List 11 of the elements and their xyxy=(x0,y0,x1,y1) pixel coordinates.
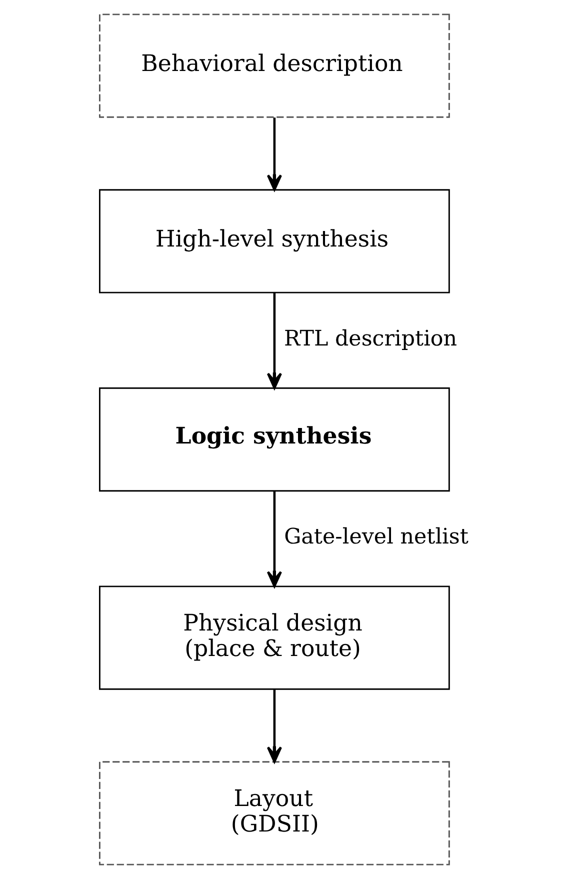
node-box: Physical design (place & route) xyxy=(99,586,450,690)
node-box: Behavioral description xyxy=(99,14,450,118)
edge-label: Gate-level netlist xyxy=(284,524,468,550)
arrow xyxy=(266,690,282,763)
node-box: High-level synthesis xyxy=(99,189,450,294)
node-box: Layout (GDSII) xyxy=(99,761,450,866)
node-box: Logic synthesis xyxy=(99,387,450,492)
edge-label: RTL description xyxy=(284,326,458,352)
arrow xyxy=(266,292,282,390)
arrow xyxy=(266,118,282,191)
arrow xyxy=(266,491,282,588)
